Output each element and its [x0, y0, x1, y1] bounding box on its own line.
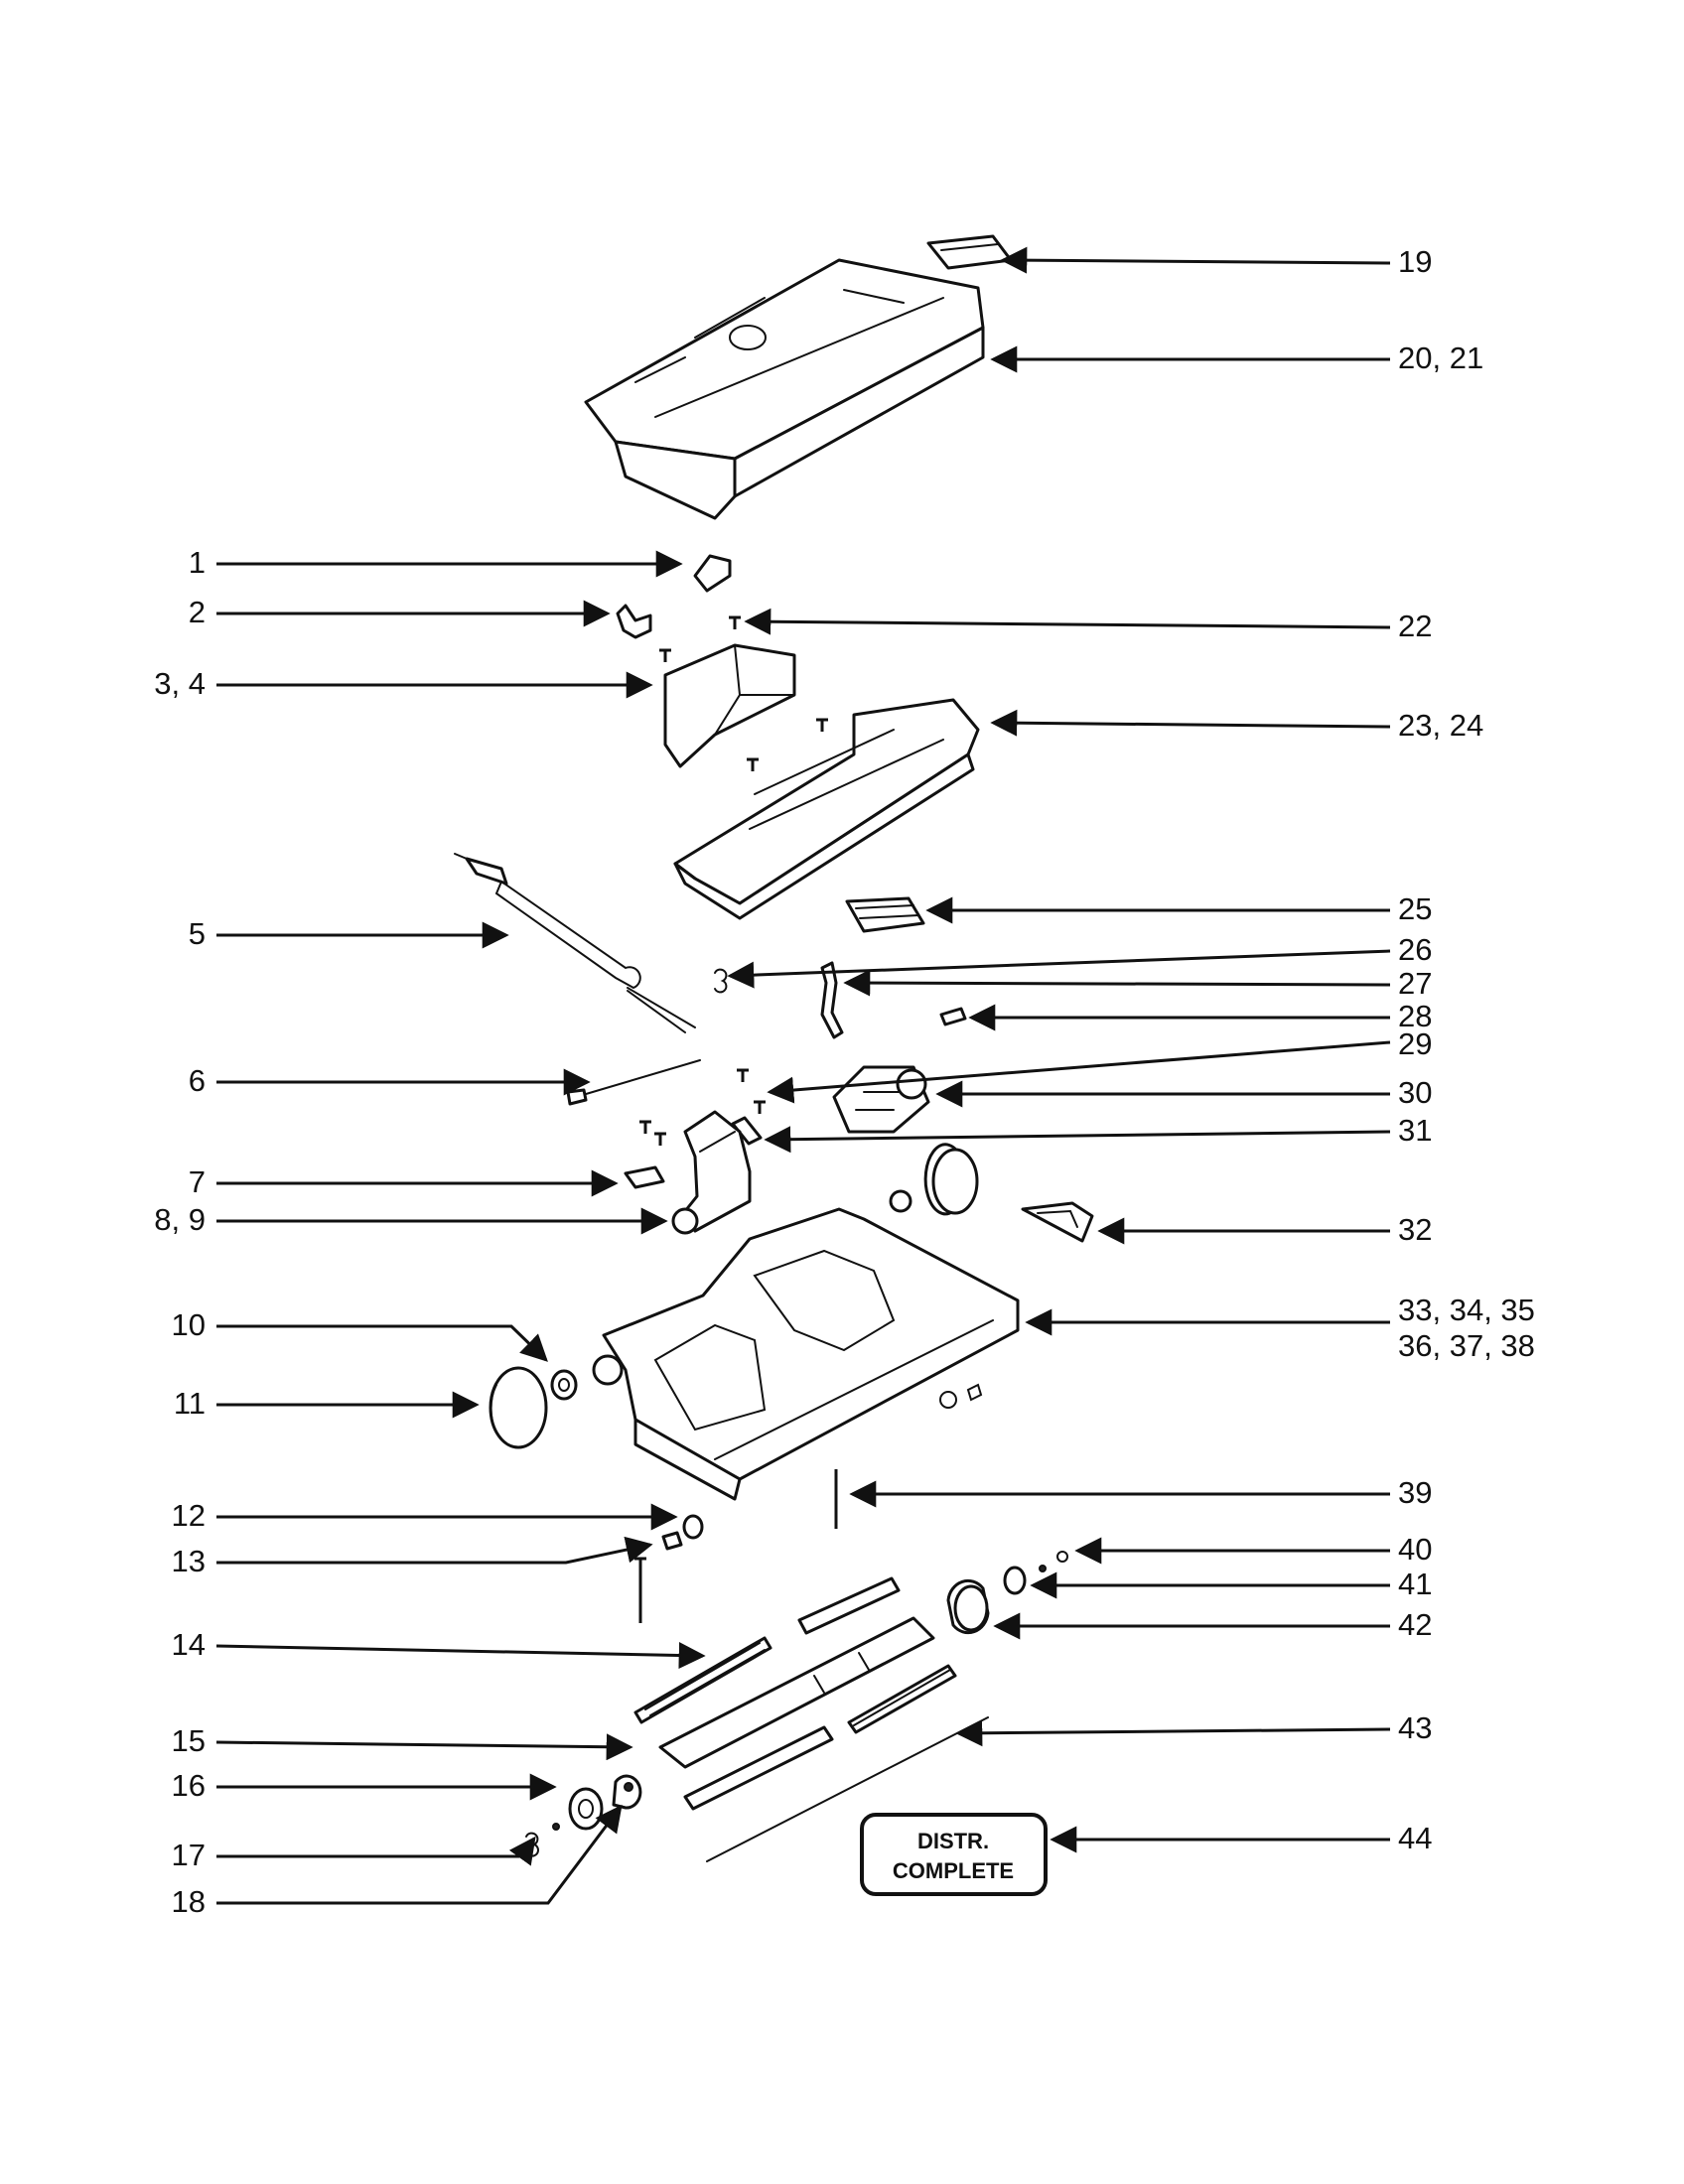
- part-33-38-base-drawing: [592, 1207, 1020, 1501]
- callout-10: 10: [172, 1307, 206, 1342]
- part-23-24-nozzle-drawing: [673, 698, 980, 920]
- callout-8-9: 8, 9: [154, 1202, 206, 1237]
- callout-12: 12: [172, 1498, 206, 1533]
- callout-23-24: 23, 24: [1398, 708, 1483, 743]
- callout-5: 5: [189, 916, 206, 951]
- callout-42: 42: [1398, 1607, 1432, 1642]
- part-28-pin-drawing: [939, 1007, 967, 1026]
- callout-28: 28: [1398, 999, 1432, 1033]
- callout-30: 30: [1398, 1075, 1432, 1110]
- pulley-drawing: [889, 1143, 979, 1216]
- part-10-washer-drawing: [550, 1369, 578, 1401]
- callout-2: 2: [189, 595, 206, 629]
- callout-44: 44: [1398, 1821, 1432, 1855]
- part-2-bracket-drawing: [616, 604, 652, 639]
- part-8-9-elbow-drawing: [639, 1110, 752, 1235]
- callout-16: 16: [172, 1768, 206, 1803]
- part-31-pin-drawing: [731, 1116, 763, 1146]
- part-5-cord-drawing: [454, 853, 696, 1033]
- part-29-screws-drawing: [737, 1068, 766, 1114]
- badge-line-2: COMPLETE: [893, 1858, 1014, 1883]
- callout-25: 25: [1398, 891, 1432, 926]
- callout-13: 13: [172, 1544, 206, 1578]
- part-11-wheel-drawing: [489, 1366, 548, 1449]
- callout-27: 27: [1398, 966, 1432, 1001]
- part-40-42-drawing: [946, 1551, 1068, 1635]
- callout-3-4: 3, 4: [154, 666, 206, 701]
- callout-14: 14: [172, 1627, 206, 1662]
- callout-20-21: 20, 21: [1398, 341, 1483, 375]
- callout-26: 26: [1398, 932, 1432, 967]
- callout-39: 39: [1398, 1475, 1432, 1510]
- callout-labels-left: 1 2 3, 4 5 6 7 8, 9 10 11 12 13 14 15 16…: [154, 545, 206, 1919]
- part-22-screw-drawing: [729, 615, 741, 629]
- callout-43: 43: [1398, 1710, 1432, 1745]
- part-20-21-cover-drawing: [584, 258, 985, 520]
- callout-15: 15: [172, 1723, 206, 1758]
- part-27-switch-drawing: [820, 961, 844, 1039]
- part-25-strip-drawing: [845, 896, 925, 933]
- part-1-knob-drawing: [693, 554, 732, 593]
- callout-29: 29: [1398, 1026, 1432, 1061]
- callout-22: 22: [1398, 609, 1432, 643]
- callout-31: 31: [1398, 1113, 1432, 1148]
- callout-17: 17: [172, 1838, 206, 1872]
- part-12-13-drawing: [634, 1514, 704, 1623]
- distr-complete-badge: DISTR. COMPLETE: [860, 1813, 1048, 1896]
- callout-40: 40: [1398, 1532, 1432, 1567]
- part-26-spring-drawing: [714, 968, 728, 994]
- part-30-motor-drawing: [832, 1065, 930, 1134]
- part-43-shaft-drawing: [706, 1716, 989, 1862]
- badge-line-1: DISTR.: [917, 1829, 989, 1853]
- callout-41: 41: [1398, 1567, 1432, 1601]
- callout-18: 18: [172, 1884, 206, 1919]
- part-15-18-drawing: [525, 1774, 642, 1857]
- part-3-4-housing-drawing: [659, 643, 796, 768]
- part-7-plate-drawing: [624, 1165, 665, 1189]
- callout-32: 32: [1398, 1212, 1432, 1247]
- callout-19: 19: [1398, 244, 1432, 279]
- part-19-clip-drawing: [926, 234, 1013, 270]
- part-32-belt-drawing: [1021, 1201, 1094, 1243]
- callout-7: 7: [189, 1164, 206, 1199]
- callout-33-34-35: 33, 34, 35: [1398, 1293, 1535, 1327]
- callout-1: 1: [189, 545, 206, 580]
- part-14-brush-drawing: [633, 1636, 772, 1724]
- callout-labels-right: 19 20, 21 22 23, 24 25 26 27 28 29 30 31…: [1398, 244, 1535, 1855]
- callout-11: 11: [174, 1386, 206, 1421]
- leader-lines: [215, 246, 1391, 1905]
- brush-roll-drawing: [658, 1576, 957, 1811]
- callout-6: 6: [189, 1063, 206, 1098]
- callout-36-37-38: 36, 37, 38: [1398, 1328, 1535, 1363]
